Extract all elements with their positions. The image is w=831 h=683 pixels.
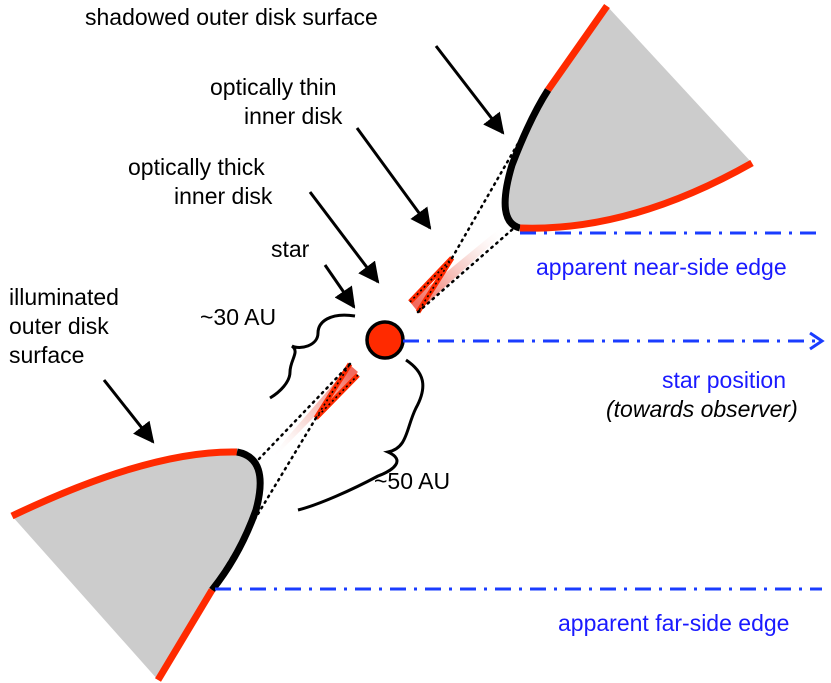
brace-30au [269, 313, 356, 400]
blue-arrowhead-icon [809, 331, 825, 351]
star [365, 320, 405, 360]
label-apparent-far-side-edge: apparent far-side edge [558, 610, 789, 636]
inner-disk-lower-glow [262, 365, 358, 470]
label-star: star [271, 236, 310, 262]
upper-dotted-guide-inner [416, 226, 516, 314]
lower-dotted-guide-outer [210, 416, 318, 592]
lower-dotted-guide-inner [256, 362, 352, 462]
label-towards-observer: (towards observer) [606, 396, 798, 422]
label-50-au: ~50 AU [374, 468, 450, 494]
star-arrow-icon [323, 264, 356, 309]
illuminated-outer-arrow-icon [102, 379, 155, 444]
shadowed-outer-arrow-icon [434, 45, 505, 135]
label-arrows [102, 45, 505, 444]
upper-outer-disk-body [505, 6, 752, 229]
label-star-position: star position [662, 367, 786, 393]
upper-outer-disk [501, 3, 754, 232]
lower-outer-disk [10, 448, 264, 682]
lower-shadowed-rim [209, 448, 264, 593]
dotted-guides [210, 138, 522, 592]
lower-illuminated-surface [10, 448, 238, 520]
label-shadowed-outer-disk-surface: shadowed outer disk surface [85, 4, 378, 30]
upper-shadowed-surface [501, 88, 551, 232]
thin-inner-arrow-icon [355, 127, 432, 230]
brace-50au [297, 358, 425, 512]
label-optically-thin-line1: optically thin [210, 74, 337, 100]
label-illuminated-line3: surface [9, 342, 84, 368]
label-illuminated-line1: illuminated [9, 284, 119, 310]
label-optically-thick-line2: inner disk [174, 183, 273, 209]
label-optically-thick-line1: optically thick [128, 154, 265, 180]
inner-disk-upper-glow [410, 210, 522, 312]
blue-guides [215, 231, 822, 591]
label-illuminated-line2: outer disk [9, 313, 109, 339]
thick-inner-arrow-icon [308, 191, 380, 284]
label-optically-thin-line2: inner disk [244, 103, 343, 129]
upper-illuminated-edge-top [545, 3, 610, 93]
inner-disk-lower [262, 362, 360, 470]
lower-outer-disk-body [12, 451, 261, 680]
lower-illuminated-edge [154, 588, 216, 682]
upper-illuminated-edge-bottom [519, 159, 754, 232]
label-30-au: ~30 AU [200, 304, 276, 330]
label-apparent-near-side-edge: apparent near-side edge [536, 254, 787, 280]
